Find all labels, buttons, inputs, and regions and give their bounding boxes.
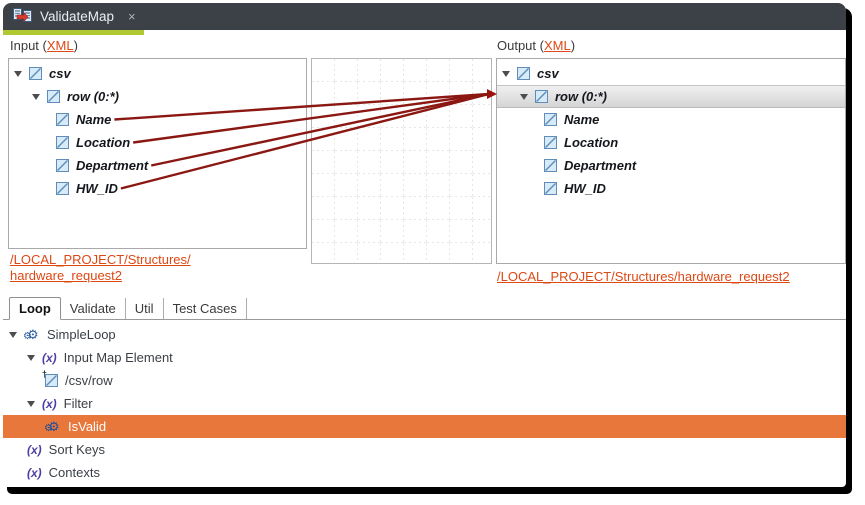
collapse-triangle-icon[interactable] (502, 70, 510, 77)
collapse-triangle-icon[interactable] (14, 70, 22, 77)
input-node-hwid[interactable]: HW_ID (9, 177, 306, 200)
input-xml-link[interactable]: XML (46, 38, 74, 53)
function-x-icon: (x) (27, 465, 42, 480)
tree-item-isvalid-selected[interactable]: ⚙⚙ IsValid (3, 415, 846, 438)
input-tree-panel: csv row (0:*) Name Location Department H… (8, 58, 307, 249)
collapse-triangle-icon[interactable] (9, 331, 17, 338)
tree-node-label: Name (76, 112, 112, 127)
xml-element-icon (544, 182, 557, 195)
tree-node-label: HW_ID (564, 181, 606, 196)
tree-item-input-map-element[interactable]: (x) Input Map Element (3, 346, 846, 369)
tree-node-label: Location (564, 135, 619, 150)
tab-title: ValidateMap (40, 9, 115, 24)
output-node-department[interactable]: Department (497, 154, 845, 177)
output-node-name[interactable]: Name (497, 108, 845, 131)
input-node-department[interactable]: Department (9, 154, 306, 177)
function-x-icon: (x) (42, 350, 57, 365)
tab-validatemap[interactable]: ValidateMap × (3, 3, 146, 30)
xml-element-icon (56, 182, 69, 195)
tab-validate[interactable]: Validate (61, 298, 126, 319)
input-node-row[interactable]: row (0:*) (9, 85, 306, 108)
mapping-target-arrow (487, 89, 497, 99)
collapse-triangle-icon[interactable] (32, 93, 40, 100)
tab-util[interactable]: Util (126, 298, 164, 319)
xml-element-icon (47, 90, 60, 103)
loop-config-tree: ⚙⚙ SimpleLoop (x) Input Map Element † /c… (3, 323, 846, 484)
close-icon[interactable]: × (128, 9, 136, 24)
output-node-hwid[interactable]: HW_ID (497, 177, 845, 200)
gears-icon: ⚙⚙ (23, 326, 39, 342)
xml-element-icon (56, 159, 69, 172)
tree-item-simpleloop[interactable]: ⚙⚙ SimpleLoop (3, 323, 846, 346)
input-structure-link: /LOCAL_PROJECT/Structures/ hardware_requ… (10, 252, 320, 284)
tree-item-sort-keys[interactable]: (x) Sort Keys (3, 438, 846, 461)
tree-item-label: IsValid (68, 419, 107, 434)
input-header: Input (XML) (10, 38, 78, 53)
tree-item-filter[interactable]: (x) Filter (3, 392, 846, 415)
input-node-name[interactable]: Name (9, 108, 306, 131)
collapse-triangle-icon[interactable] (520, 93, 528, 100)
xml-element-icon (56, 113, 69, 126)
tree-item-csv-row[interactable]: † /csv/row (3, 369, 846, 392)
tree-node-label: HW_ID (76, 181, 118, 196)
output-structure-link-text[interactable]: /LOCAL_PROJECT/Structures/hardware_reque… (497, 269, 790, 284)
input-node-csv[interactable]: csv (9, 62, 306, 85)
tab-loop[interactable]: Loop (9, 297, 61, 320)
output-xml-link[interactable]: XML (543, 38, 571, 53)
tree-item-label: Sort Keys (48, 442, 106, 457)
tree-node-label: Location (76, 135, 131, 150)
xml-element-icon (29, 67, 42, 80)
tree-node-label: csv (49, 66, 71, 81)
tree-item-label: SimpleLoop (47, 327, 116, 342)
tree-node-label: row (0:*) (67, 89, 119, 104)
xml-element-icon (535, 90, 548, 103)
bottom-tab-bar: Loop Validate Util Test Cases (3, 296, 846, 320)
xml-element-icon (544, 159, 557, 172)
input-structure-link-line1[interactable]: /LOCAL_PROJECT/Structures/ (10, 252, 191, 267)
tree-item-label: Input Map Element (63, 350, 173, 365)
output-structure-link: /LOCAL_PROJECT/Structures/hardware_reque… (497, 269, 846, 285)
output-node-row-selected[interactable]: row (0:*) (497, 85, 845, 108)
gears-icon: ⚙⚙ (44, 418, 60, 434)
tree-node-label: Name (564, 112, 600, 127)
xml-element-icon (517, 67, 530, 80)
tree-item-label: Contexts (48, 465, 100, 480)
xml-element-icon (56, 136, 69, 149)
collapse-triangle-icon[interactable] (27, 354, 35, 361)
validate-map-window: ValidateMap × Input (XML) Output (XML) c… (3, 3, 846, 487)
xml-element-icon (544, 136, 557, 149)
xml-element-icon (544, 113, 557, 126)
tree-node-label: Department (76, 158, 149, 173)
tree-node-label: row (0:*) (555, 89, 607, 104)
tree-node-label: Department (564, 158, 637, 173)
function-x-icon: (x) (27, 442, 42, 457)
active-tab-underline (3, 30, 144, 35)
output-node-csv[interactable]: csv (497, 62, 845, 85)
tree-node-label: csv (537, 66, 559, 81)
output-header: Output (XML) (497, 38, 576, 53)
xml-loop-element-icon: † (42, 369, 58, 387)
input-node-location[interactable]: Location (9, 131, 306, 154)
output-node-location[interactable]: Location (497, 131, 845, 154)
tree-item-label: Filter (63, 396, 93, 411)
function-x-icon: (x) (42, 396, 57, 411)
canvas-grid (312, 59, 491, 263)
tree-item-contexts[interactable]: (x) Contexts (3, 461, 846, 484)
collapse-triangle-icon[interactable] (27, 400, 35, 407)
mapping-canvas[interactable] (311, 58, 492, 264)
input-structure-link-line2[interactable]: hardware_request2 (10, 268, 123, 283)
map-document-icon (13, 7, 32, 26)
editor-tab-bar: ValidateMap × (3, 3, 846, 30)
tree-item-label: /csv/row (65, 373, 113, 388)
tab-test-cases[interactable]: Test Cases (164, 298, 247, 319)
output-tree-panel: csv row (0:*) Name Location Department H… (496, 58, 846, 264)
